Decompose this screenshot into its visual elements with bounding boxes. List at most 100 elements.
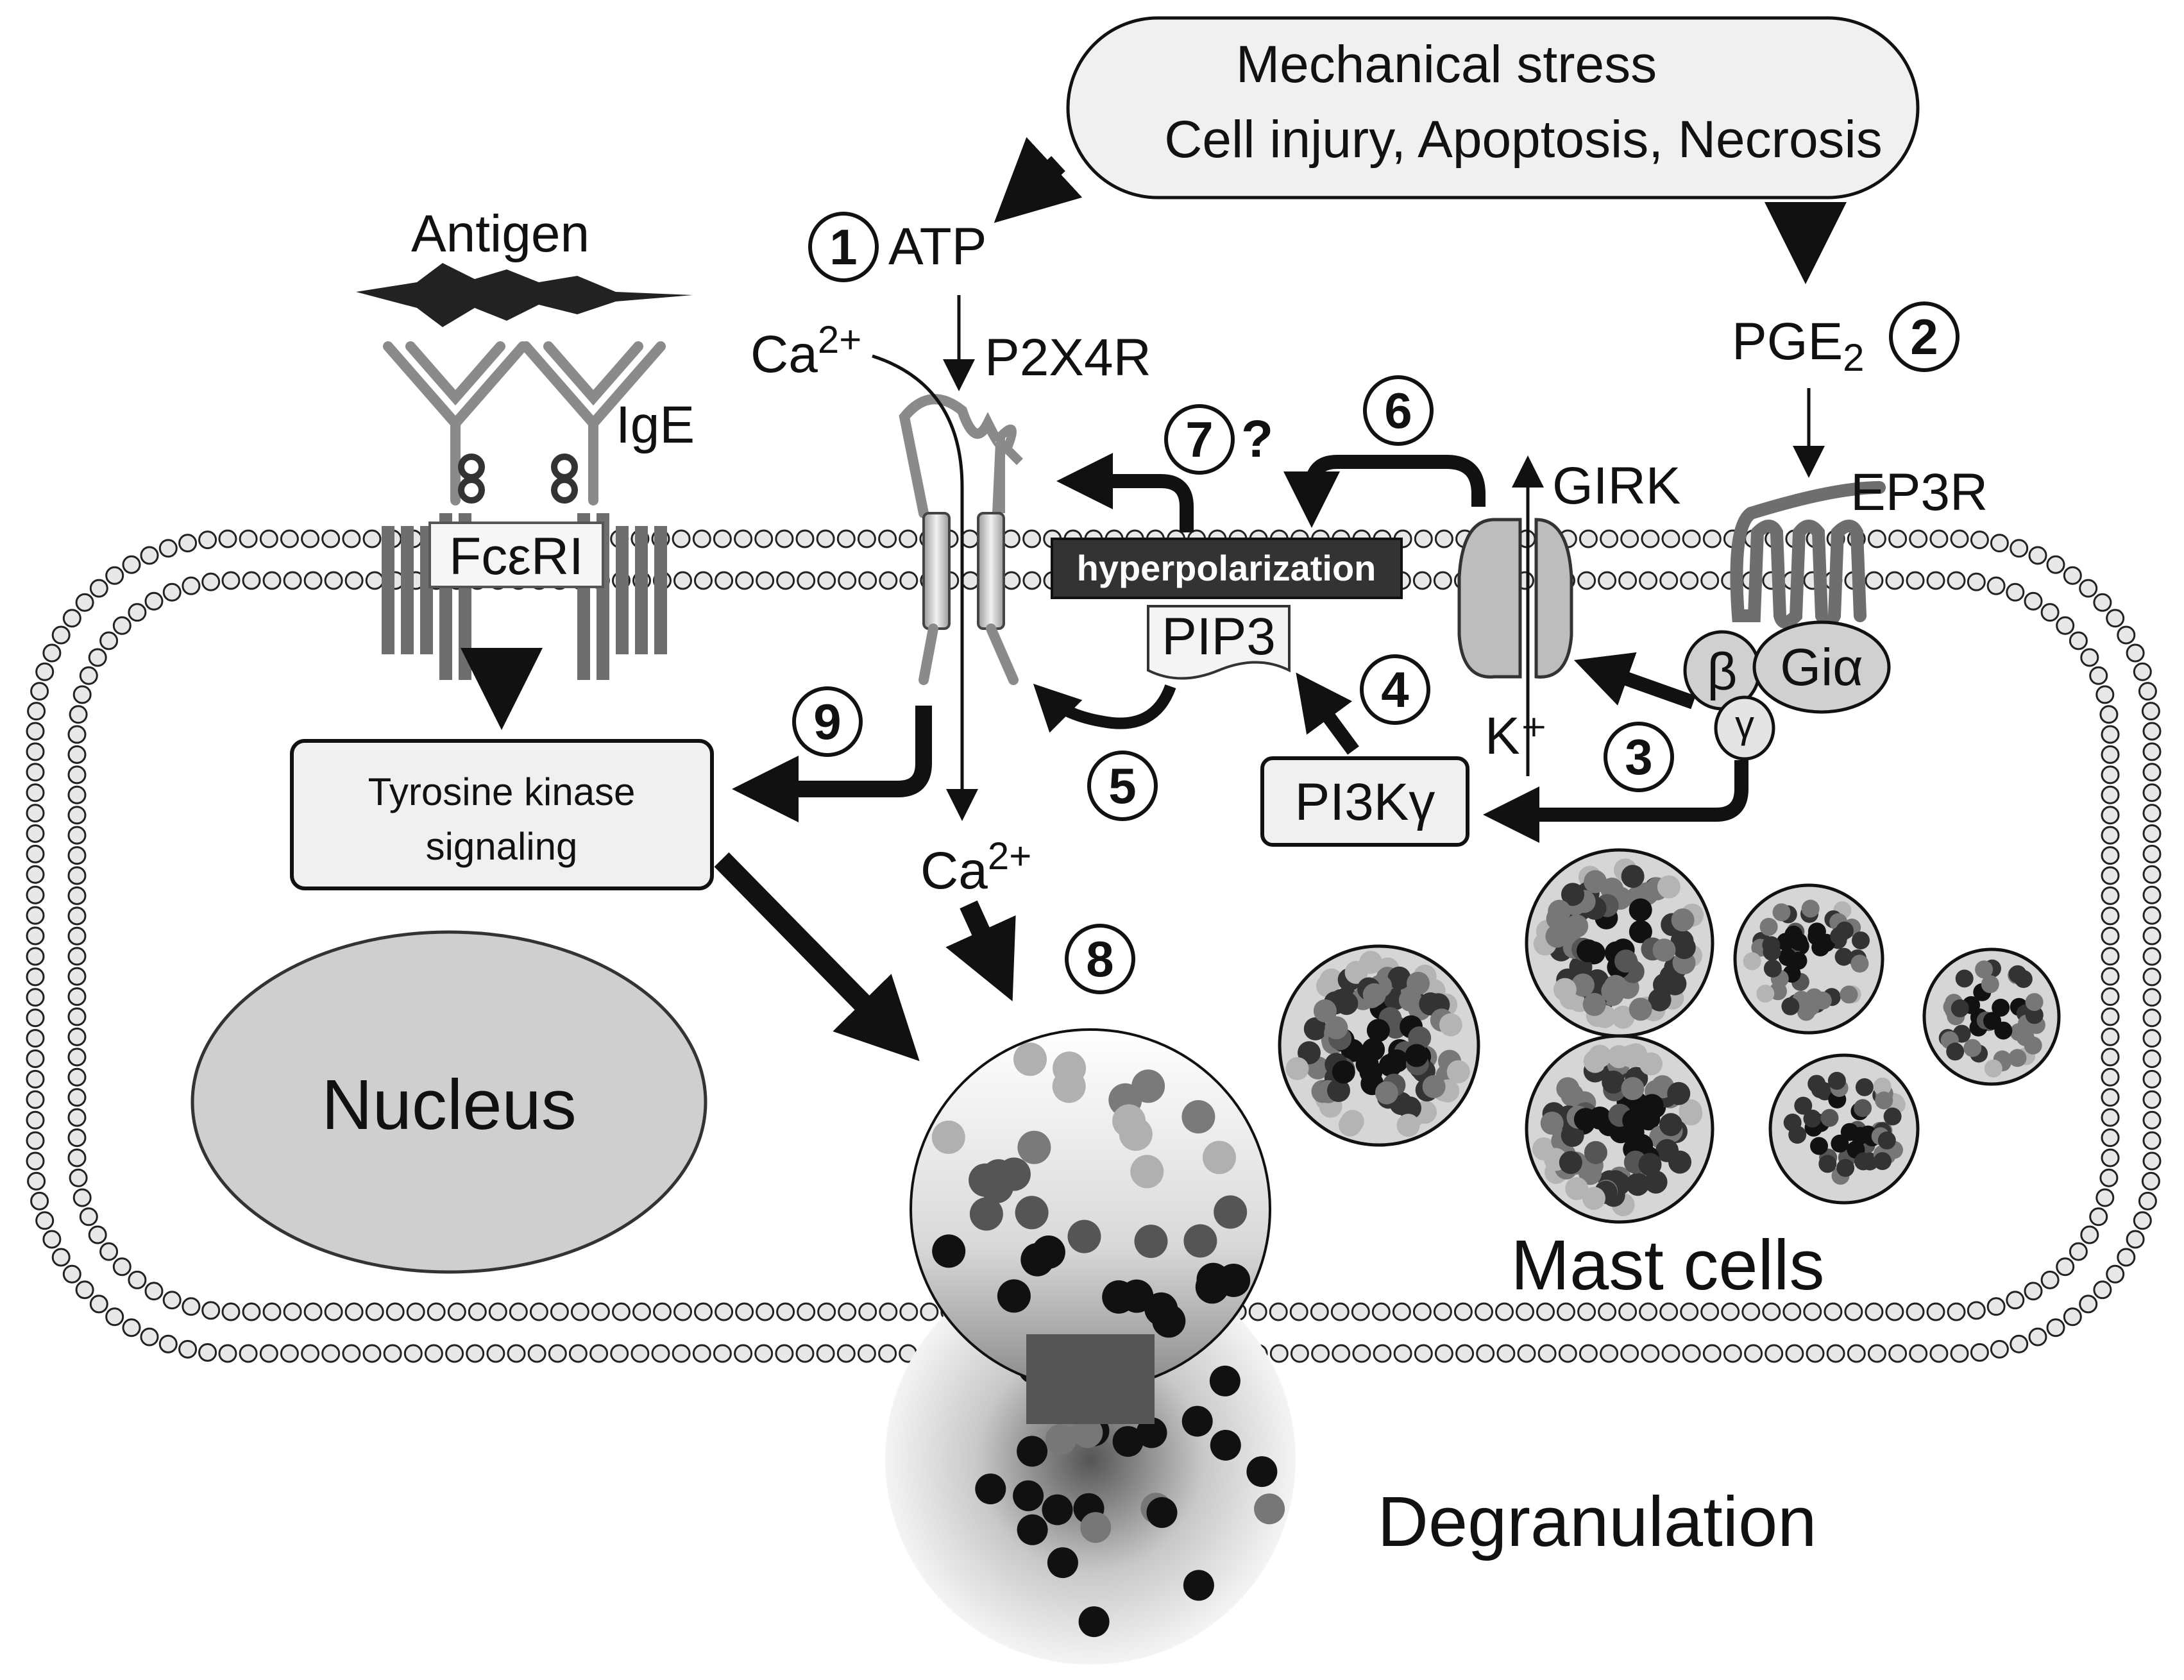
vesicle-granule: [1031, 1235, 1065, 1269]
lipid-head-outer: [466, 1344, 485, 1363]
granule-dot: [1854, 1152, 1872, 1171]
granule-dot: [1784, 925, 1803, 944]
lipid-head-outer: [26, 783, 45, 802]
lipid-head-inner: [756, 571, 775, 590]
granule-dot: [1405, 1044, 1428, 1067]
released-granule: [1136, 1417, 1167, 1448]
lipid-head-outer: [383, 1344, 402, 1363]
lipid-head-outer: [713, 529, 732, 548]
pge2-label: PGE2: [1732, 312, 1865, 379]
lipid-head-inner: [1700, 1302, 1720, 1321]
lipid-head-outer: [2142, 1008, 2162, 1028]
lipid-head-outer: [2142, 1049, 2162, 1068]
lipid-head-inner: [2099, 1168, 2119, 1187]
lipid-head-outer: [1641, 529, 1660, 548]
lipid-head-inner: [2080, 1225, 2099, 1244]
granule-dot: [1582, 1187, 1605, 1210]
p2x4r-helix-left: [922, 512, 951, 630]
granule-dot: [1602, 1070, 1625, 1094]
lipid-head-inner: [858, 1302, 877, 1321]
lipid-head-inner: [694, 1302, 713, 1321]
lipid-head-inner: [1618, 571, 1638, 590]
lipid-head-inner: [2095, 685, 2115, 704]
granule-dot: [1396, 1114, 1420, 1137]
lipid-head-outer: [816, 1344, 835, 1363]
lipid-head-inner: [262, 571, 282, 590]
lipid-head-outer: [2142, 885, 2162, 904]
lipid-head-inner: [1351, 1302, 1370, 1321]
lipid-head-outer: [26, 1049, 45, 1068]
lipid-head-outer: [1682, 1344, 1701, 1363]
p2x4r-label: P2X4R: [985, 328, 1151, 387]
lipid-head-outer: [301, 529, 320, 548]
lipid-head-outer: [2093, 593, 2112, 612]
g-alpha-subunit: [1752, 620, 1891, 714]
lipid-head-inner: [1700, 571, 1720, 590]
granule-dot: [1807, 922, 1826, 941]
lipid-head-outer: [1970, 1343, 1989, 1362]
lipid-head-inner: [2101, 806, 2120, 825]
granule-dot: [1836, 921, 1854, 940]
lipid-head-inner: [1639, 571, 1658, 590]
g-gamma-label: γ: [1735, 703, 1754, 746]
lipid-head-inner: [817, 571, 836, 590]
lipid-head-inner: [488, 1302, 507, 1321]
lipid-head-outer: [754, 1344, 774, 1363]
lipid-head-outer: [754, 529, 774, 548]
lipid-head-outer: [158, 1334, 178, 1353]
granule-dot: [1983, 1012, 2001, 1030]
lipid-head-inner: [797, 1302, 816, 1321]
lipid-head-inner: [67, 1027, 87, 1046]
lipid-head-outer: [610, 1344, 629, 1363]
lipid-head-inner: [67, 806, 87, 825]
lipid-head-outer: [1806, 1344, 1825, 1363]
granule-dot: [1571, 973, 1595, 997]
lipid-head-inner: [1330, 1302, 1350, 1321]
lipid-head-inner: [283, 1302, 302, 1321]
lipid-head-outer: [342, 1344, 361, 1363]
granule-dot: [2025, 1006, 2044, 1024]
lipid-head-inner: [694, 571, 713, 590]
stimulus-line2: Cell injury, Apoptosis, Necrosis: [1164, 110, 1883, 169]
granule-dot: [1778, 948, 1797, 967]
vesicle-granule: [1013, 1042, 1047, 1076]
lipid-head-inner: [1986, 576, 2006, 595]
lipid-head-outer: [2117, 1248, 2136, 1267]
lipid-head-outer: [734, 1344, 753, 1363]
lipid-head-inner: [2089, 1207, 2108, 1226]
lipid-head-outer: [2138, 1191, 2157, 1210]
stimulus-box: [1066, 16, 1920, 199]
granule-dot: [1559, 1151, 1582, 1175]
lipid-head-outer: [26, 1151, 45, 1171]
lipid-head-outer: [2133, 1211, 2152, 1230]
ep3r-label: EP3R: [1850, 463, 1988, 522]
lipid-head-inner: [2101, 765, 2120, 785]
granule-dot: [1325, 1016, 1348, 1040]
granule-dot: [1582, 992, 1606, 1016]
lipid-head-inner: [72, 685, 92, 704]
vesicle-granule: [1134, 1225, 1168, 1259]
lipid-head-inner: [2024, 591, 2043, 611]
lipid-head-outer: [2142, 722, 2162, 741]
fceri-receptor: [382, 513, 667, 680]
lipid-head-inner: [99, 1242, 119, 1261]
released-granule: [1209, 1365, 1240, 1396]
lipid-head-inner: [283, 571, 302, 590]
granule-dot: [1621, 1077, 1645, 1100]
lipid-head-outer: [1434, 529, 1453, 548]
released-granule: [1047, 1547, 1078, 1579]
lipid-head-outer: [26, 988, 45, 1007]
tyrosine-line1: Tyrosine kinase: [368, 770, 636, 813]
g-beta-label: β: [1707, 643, 1737, 701]
g-alpha-label: Giα: [1780, 638, 1863, 697]
vesicle-granule: [1144, 1292, 1178, 1326]
stimulus-to-atp-arrow: [994, 137, 1083, 223]
ca-top-label: Ca2+: [750, 318, 861, 384]
lipid-head-outer: [35, 662, 55, 681]
granule-dot: [1840, 1123, 1859, 1141]
lipid-head-outer: [1579, 529, 1598, 548]
lipid-head-inner: [1453, 1302, 1473, 1321]
lipid-head-outer: [239, 1344, 258, 1363]
lipid-head-inner: [1598, 571, 1617, 590]
